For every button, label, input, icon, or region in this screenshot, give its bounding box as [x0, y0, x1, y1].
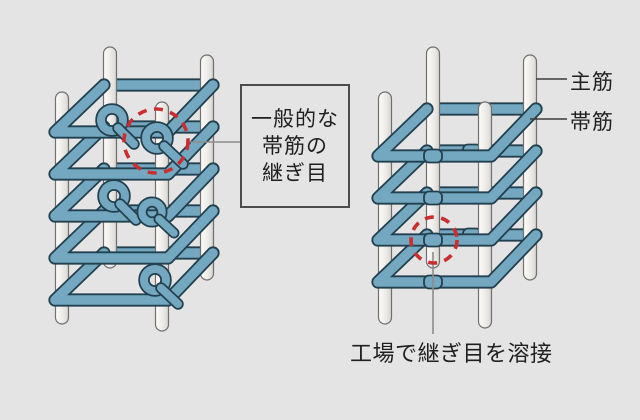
- hook-joint-highlight-circle: [122, 107, 190, 175]
- hook-joint: [138, 198, 166, 226]
- hook-joint: [99, 181, 129, 211]
- annotation-line: 帯筋の: [262, 133, 328, 158]
- annotation-line: 継ぎ目: [262, 160, 328, 185]
- right-column-diagram: [371, 46, 543, 329]
- leader-lines: [186, 78, 567, 334]
- hook-joint: [142, 123, 172, 153]
- highlight-circles: [122, 107, 459, 265]
- hook-joint: [140, 265, 170, 295]
- hoop-rebar-label: 帯筋: [570, 110, 614, 134]
- hoop-bar-front: [50, 164, 218, 221]
- weld-caption: 工場で継ぎ目を溶接: [350, 341, 553, 366]
- hoop-bar-front: [50, 248, 218, 305]
- hook-joint: [97, 105, 127, 135]
- main-rebar-bar: [477, 101, 493, 329]
- hook-tail: [157, 284, 182, 308]
- weld-bump: [423, 148, 443, 164]
- hook-tail: [155, 215, 178, 237]
- main-rebar-bar: [377, 91, 393, 325]
- weld-joint-highlight-circle: [409, 215, 459, 265]
- main-rebar-label: 主筋: [570, 70, 614, 94]
- annotation-box: 一般的な 帯筋の 継ぎ目: [240, 84, 350, 208]
- annotation-line: 一般的な: [251, 106, 339, 131]
- hook-tail: [116, 200, 140, 224]
- right-weld-bumps: [423, 148, 443, 290]
- left-column-diagram: [48, 46, 220, 332]
- hoop-bar-front: [50, 206, 218, 263]
- weld-bump: [423, 232, 443, 248]
- weld-bump: [423, 190, 443, 206]
- left-hoops-front: [48, 78, 220, 307]
- hoop-bar-front: [50, 122, 218, 179]
